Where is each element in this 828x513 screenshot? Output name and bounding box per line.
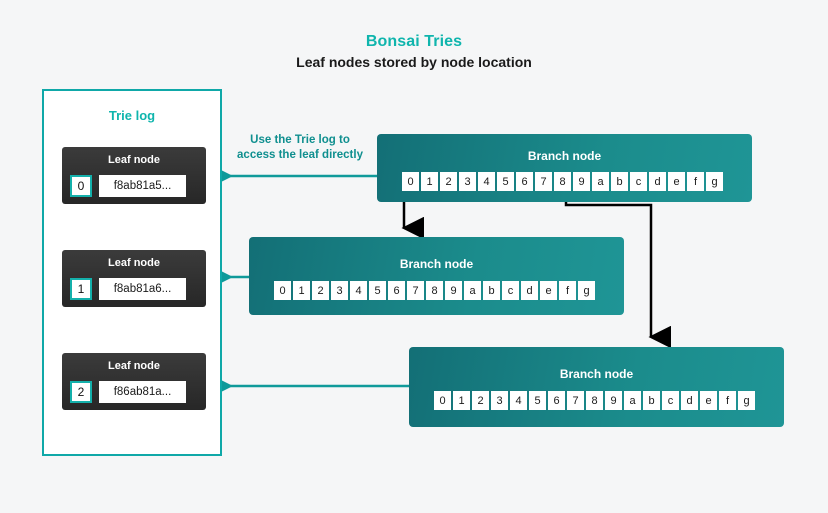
branch-cell-e[interactable]: e — [668, 172, 685, 191]
branch-cell-5[interactable]: 5 — [369, 281, 386, 300]
branch-cell-f[interactable]: f — [719, 391, 736, 410]
branch-cell-4[interactable]: 4 — [478, 172, 495, 191]
annotation-line-2: access the leaf directly — [237, 149, 363, 161]
annotation-line-1: Use the Trie log to — [250, 134, 350, 146]
branch-cell-a[interactable]: a — [592, 172, 609, 191]
leaf-node-index: 0 — [70, 175, 92, 197]
branch-cell-4[interactable]: 4 — [350, 281, 367, 300]
branch-cell-9[interactable]: 9 — [445, 281, 462, 300]
branch-cell-3[interactable]: 3 — [459, 172, 476, 191]
branch-cell-0[interactable]: 0 — [402, 172, 419, 191]
branch-cell-0[interactable]: 0 — [274, 281, 291, 300]
leaf-node-label: Leaf node — [108, 154, 160, 166]
page-title: Bonsai Tries — [365, 33, 463, 50]
branch-cell-f[interactable]: f — [559, 281, 576, 300]
branch-cell-2[interactable]: 2 — [472, 391, 489, 410]
branch-cell-2[interactable]: 2 — [312, 281, 329, 300]
branch-cell-3[interactable]: 3 — [331, 281, 348, 300]
branch-cell-0[interactable]: 0 — [434, 391, 451, 410]
branch-cell-2[interactable]: 2 — [440, 172, 457, 191]
branch-cell-e[interactable]: e — [700, 391, 717, 410]
branch-cell-3[interactable]: 3 — [491, 391, 508, 410]
leaf-node-index: 1 — [70, 278, 92, 300]
leaf-node-hash: f8ab81a5... — [99, 175, 186, 197]
leaf-node-0[interactable]: Leaf node 0 f8ab81a5... — [62, 147, 206, 204]
leaf-node-row: 1 f8ab81a6... — [70, 278, 186, 300]
annotation-trie-log-access: Use the Trie log to access the leaf dire… — [224, 133, 376, 163]
branch-cell-c[interactable]: c — [662, 391, 679, 410]
branch-cell-g[interactable]: g — [578, 281, 595, 300]
branch-cell-1[interactable]: 1 — [453, 391, 470, 410]
branch-cell-9[interactable]: 9 — [605, 391, 622, 410]
branch-cell-7[interactable]: 7 — [535, 172, 552, 191]
branch-cell-e[interactable]: e — [540, 281, 557, 300]
branch-cell-5[interactable]: 5 — [529, 391, 546, 410]
branch-cell-b[interactable]: b — [611, 172, 628, 191]
branch-cell-b[interactable]: b — [483, 281, 500, 300]
branch-cell-9[interactable]: 9 — [573, 172, 590, 191]
branch-cell-1[interactable]: 1 — [293, 281, 310, 300]
branch-node-label: Branch node — [527, 149, 602, 163]
branch-node-label: Branch node — [399, 257, 474, 271]
branch-cell-d[interactable]: d — [521, 281, 538, 300]
branch-cell-d[interactable]: d — [649, 172, 666, 191]
leaf-node-label: Leaf node — [108, 360, 160, 372]
trie-log-panel: Trie log Leaf node 0 f8ab81a5... Leaf no… — [42, 89, 222, 456]
branch-cell-8[interactable]: 8 — [426, 281, 443, 300]
branch-cell-b[interactable]: b — [643, 391, 660, 410]
branch-cell-a[interactable]: a — [464, 281, 481, 300]
trie-log-title: Trie log — [108, 108, 156, 123]
branch-cell-1[interactable]: 1 — [421, 172, 438, 191]
branch-node-label: Branch node — [559, 367, 634, 381]
branch-cell-5[interactable]: 5 — [497, 172, 514, 191]
leaf-node-index: 2 — [70, 381, 92, 403]
page-subtitle: Leaf nodes stored by node location — [296, 54, 532, 70]
branch-cell-g[interactable]: g — [738, 391, 755, 410]
leaf-node-label: Leaf node — [108, 257, 160, 269]
leaf-node-hash: f86ab81a... — [99, 381, 186, 403]
leaf-node-hash: f8ab81a6... — [99, 278, 186, 300]
leaf-node-row: 0 f8ab81a5... — [70, 175, 186, 197]
branch-cell-7[interactable]: 7 — [407, 281, 424, 300]
branch-cell-6[interactable]: 6 — [516, 172, 533, 191]
branch-cell-g[interactable]: g — [706, 172, 723, 191]
branch-cell-6[interactable]: 6 — [548, 391, 565, 410]
branch-cell-c[interactable]: c — [630, 172, 647, 191]
leaf-node-row: 2 f86ab81a... — [70, 381, 186, 403]
branch-cell-7[interactable]: 7 — [567, 391, 584, 410]
branch-cell-a[interactable]: a — [624, 391, 641, 410]
branch-cell-d[interactable]: d — [681, 391, 698, 410]
branch-cell-8[interactable]: 8 — [586, 391, 603, 410]
leaf-node-2[interactable]: Leaf node 2 f86ab81a... — [62, 353, 206, 410]
leaf-node-1[interactable]: Leaf node 1 f8ab81a6... — [62, 250, 206, 307]
branch-cell-6[interactable]: 6 — [388, 281, 405, 300]
branch-cell-c[interactable]: c — [502, 281, 519, 300]
branch-cell-4[interactable]: 4 — [510, 391, 527, 410]
branch-cell-f[interactable]: f — [687, 172, 704, 191]
branch-cell-8[interactable]: 8 — [554, 172, 571, 191]
